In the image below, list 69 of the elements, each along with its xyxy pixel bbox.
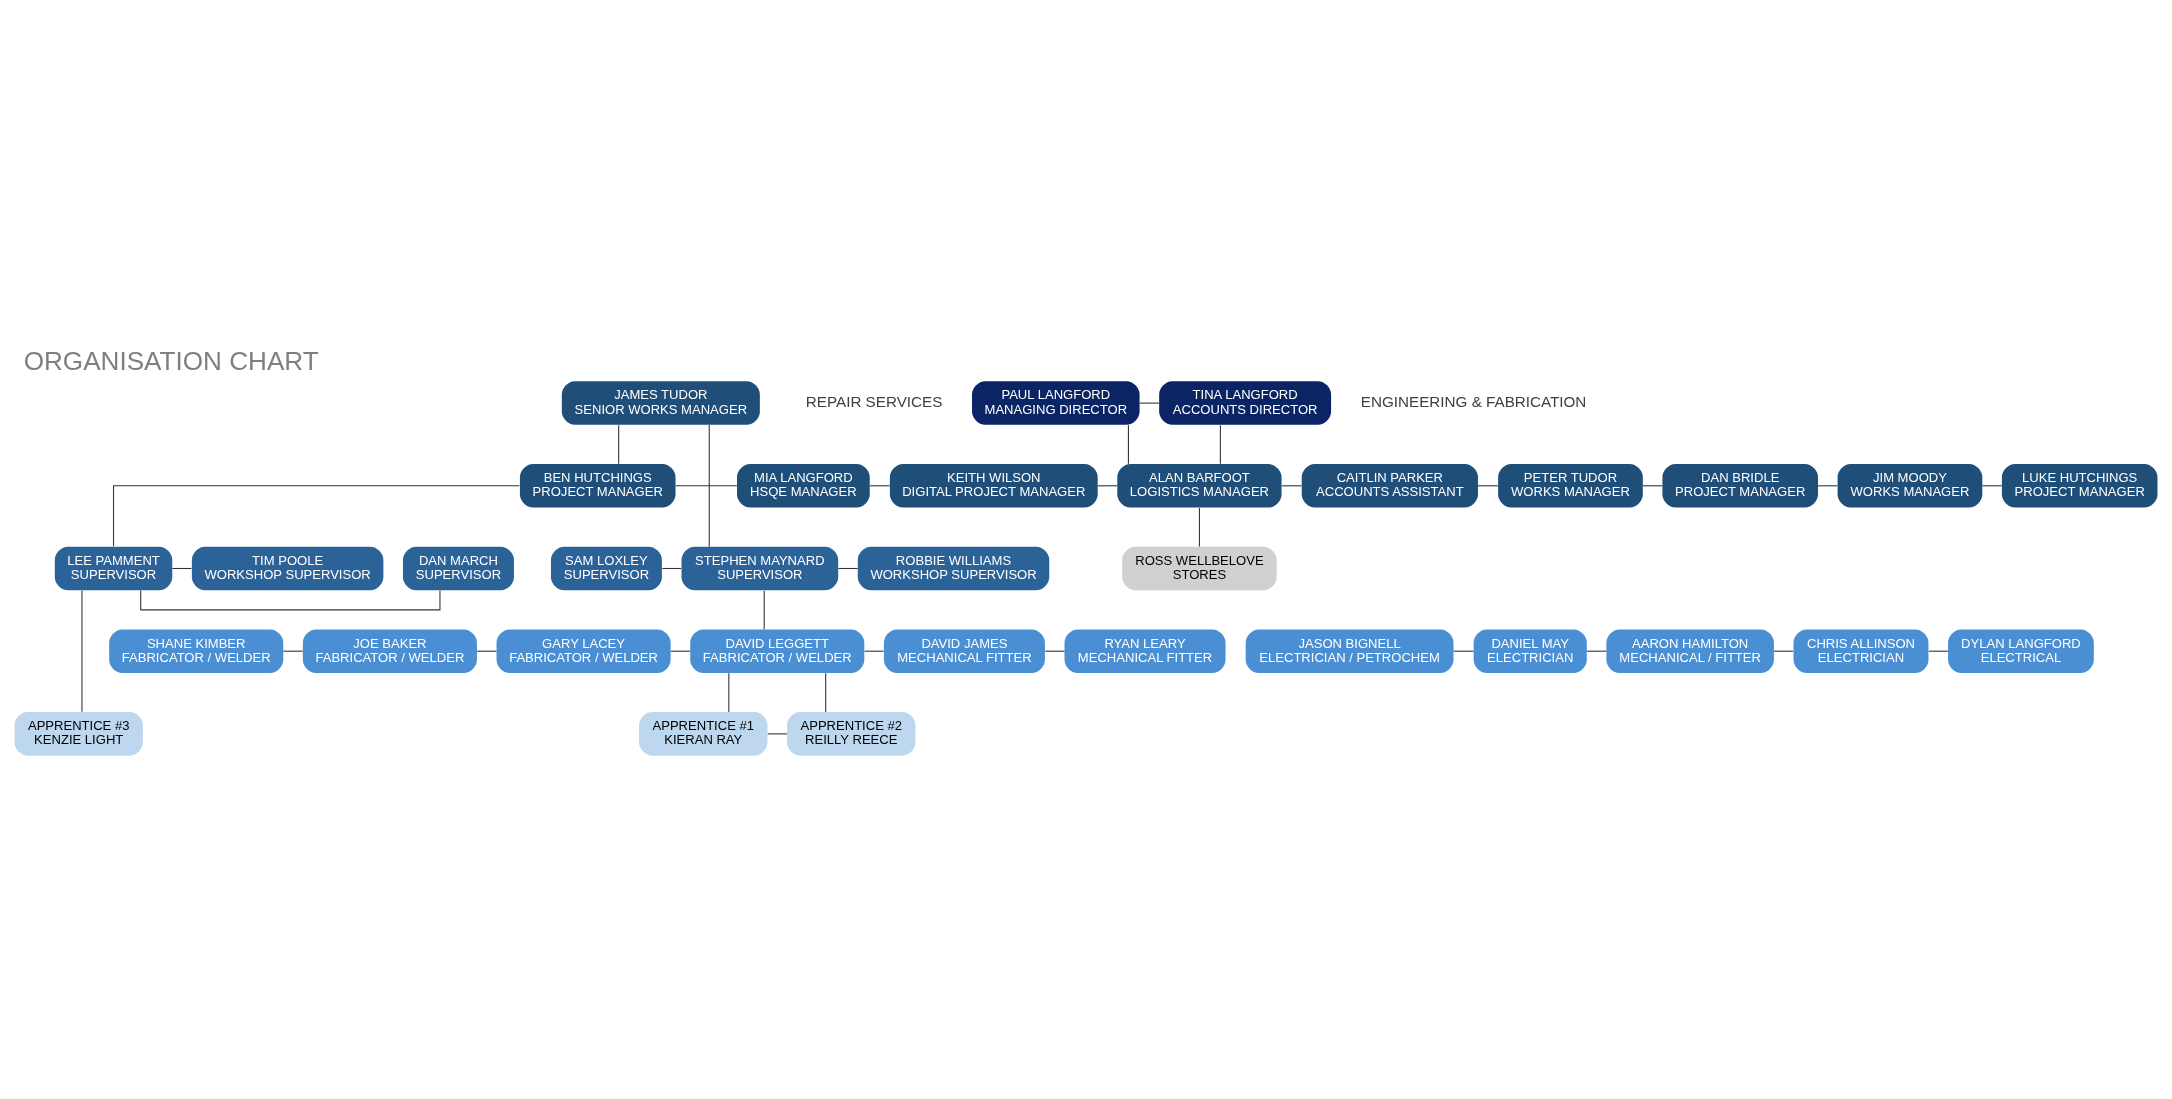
connector — [1198, 506, 1200, 547]
node-box: BEN HUTCHINGS PROJECT MANAGER — [519, 463, 676, 508]
node-box: ROBBIE WILLIAMS WORKSHOP SUPERVISOR — [857, 546, 1050, 590]
connector — [661, 567, 682, 569]
node-box: DANIEL MAY ELECTRICIAN — [1473, 628, 1587, 673]
connector — [171, 567, 192, 569]
node-box: JOE BAKER FABRICATOR / WELDER — [302, 628, 477, 673]
connector — [1586, 650, 1607, 652]
connector — [1097, 484, 1118, 486]
node-box: LEE PAMMENT SUPERVISOR — [54, 546, 173, 590]
node-box: STEPHEN MAYNARD SUPERVISOR — [681, 546, 839, 590]
node-box: JASON BIGNELL ELECTRICIAN / PETROCHEM — [1245, 628, 1454, 673]
connector — [282, 650, 304, 652]
connector — [1817, 484, 1839, 486]
connector — [81, 589, 83, 712]
connector — [864, 650, 885, 652]
node-box: DAVID LEGGETT FABRICATOR / WELDER — [690, 628, 865, 673]
node-box: PETER TUDOR WORKS MANAGER — [1498, 463, 1643, 508]
node-box: SAM LOXLEY SUPERVISOR — [550, 546, 662, 590]
node-box: DAVID JAMES MECHANICAL FITTER — [883, 628, 1045, 673]
label: REPAIR SERVICES — [805, 392, 943, 410]
node-box: TINA LANGFORD ACCOUNTS DIRECTOR — [1159, 380, 1332, 425]
connector — [708, 424, 710, 547]
connector — [140, 589, 441, 610]
node-box: TIM POOLE WORKSHOP SUPERVISOR — [191, 546, 384, 590]
connector — [1281, 484, 1303, 486]
label: ENGINEERING & FABRICATION — [1360, 392, 1587, 410]
connector — [476, 650, 497, 652]
node-box: CHRIS ALLINSON ELECTRICIAN — [1793, 628, 1929, 673]
diagram-title: ORGANISATION CHART — [23, 345, 319, 376]
connector — [1044, 650, 1065, 652]
node-box: JAMES TUDOR SENIOR WORKS MANAGER — [561, 380, 760, 425]
node-box: LUKE HUTCHINGS PROJECT MANAGER — [2001, 463, 2158, 508]
connector — [767, 732, 788, 734]
node-box: DYLAN LANGFORD ELECTRICAL — [1948, 628, 2094, 673]
node-box: KEITH WILSON DIGITAL PROJECT MANAGER — [889, 463, 1098, 508]
node-box: APPRENTICE #1 KIERAN RAY — [639, 711, 768, 756]
node-box: AARON HAMILTON MECHANICAL / FITTER — [1606, 628, 1774, 673]
node-box: RYAN LEARY MECHANICAL FITTER — [1064, 628, 1226, 673]
node-box: CAITLIN PARKER ACCOUNTS ASSISTANT — [1301, 463, 1478, 508]
connector — [670, 650, 691, 652]
connector — [763, 589, 765, 630]
node-box: APPRENTICE #3 KENZIE LIGHT — [14, 711, 143, 756]
node-box: JIM MOODY WORKS MANAGER — [1837, 463, 1983, 508]
node-box: APPRENTICE #2 REILLY REECE — [787, 711, 916, 756]
node-box: MIA LANGFORD HSQE MANAGER — [737, 463, 870, 508]
node-box: ALAN BARFOOT LOGISTICS MANAGER — [1117, 463, 1282, 508]
connector — [728, 672, 730, 712]
connector — [1928, 650, 1949, 652]
connector — [1477, 484, 1499, 486]
connector — [1981, 484, 2003, 486]
connector — [1773, 650, 1794, 652]
node-box: DAN MARCH SUPERVISOR — [402, 546, 514, 590]
node-box: ROSS WELLBELOVE STORES — [1122, 546, 1277, 590]
connector — [1642, 484, 1663, 486]
node-box: SHANE KIMBER FABRICATOR / WELDER — [109, 628, 284, 673]
connector — [1139, 402, 1160, 404]
connector — [1219, 424, 1221, 464]
node-box: GARY LACEY FABRICATOR / WELDER — [496, 628, 671, 673]
connector — [113, 484, 520, 547]
connector — [1453, 650, 1474, 652]
connector — [825, 672, 827, 712]
connector — [869, 484, 891, 486]
connector — [837, 567, 859, 569]
connector — [618, 424, 620, 464]
node-box: PAUL LANGFORD MANAGING DIRECTOR — [972, 380, 1140, 425]
connector — [675, 484, 738, 486]
node-box: DAN BRIDLE PROJECT MANAGER — [1662, 463, 1818, 508]
connector — [1127, 424, 1129, 464]
